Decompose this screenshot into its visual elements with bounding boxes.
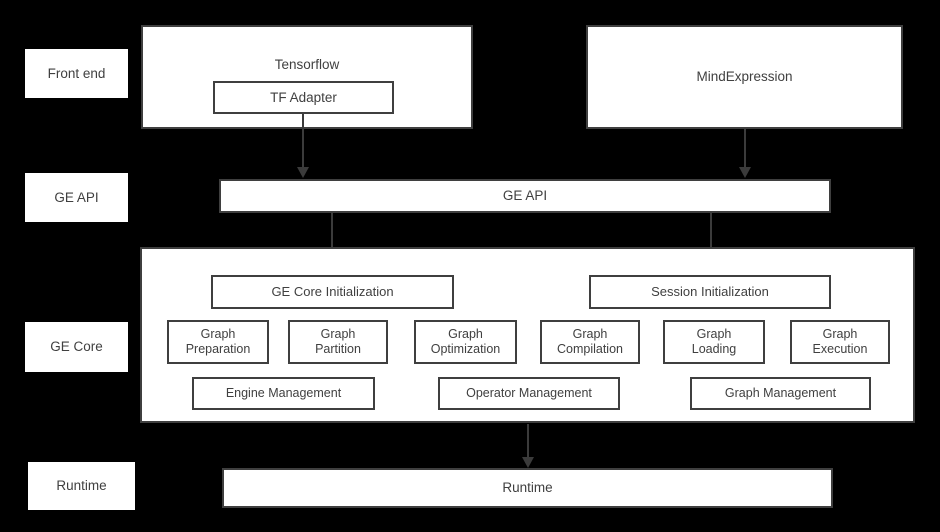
runtime-bar[interactable]: Runtime bbox=[222, 468, 833, 508]
mindexpression-label: MindExpression bbox=[696, 69, 793, 85]
stage-label-ge-core: GE Core bbox=[25, 322, 128, 372]
stage-label-front-end: Front end bbox=[25, 49, 128, 98]
manager-engine-management[interactable]: Engine Management bbox=[192, 377, 375, 410]
module-graph-execution[interactable]: Graph Execution bbox=[790, 320, 890, 364]
manager-graph-management[interactable]: Graph Management bbox=[690, 377, 871, 410]
stage-label-ge-api: GE API bbox=[25, 173, 128, 222]
module-graph-partition[interactable]: Graph Partition bbox=[288, 320, 388, 364]
mindexpression-panel[interactable] bbox=[586, 25, 903, 129]
module-graph-optimization[interactable]: Graph Optimization bbox=[414, 320, 517, 364]
ge-api-bar[interactable]: GE API bbox=[219, 179, 831, 213]
tensorflow-panel-title: Tensorflow bbox=[274, 57, 340, 72]
stage-label-runtime: Runtime bbox=[28, 462, 135, 510]
module-graph-preparation[interactable]: Graph Preparation bbox=[167, 320, 269, 364]
module-graph-compilation[interactable]: Graph Compilation bbox=[540, 320, 640, 364]
ge-core-initialization-box[interactable]: GE Core Initialization bbox=[211, 275, 454, 309]
module-graph-loading[interactable]: Graph Loading bbox=[663, 320, 765, 364]
manager-operator-management[interactable]: Operator Management bbox=[438, 377, 620, 410]
tf-adapter-box[interactable]: TF Adapter bbox=[213, 81, 394, 114]
session-initialization-box[interactable]: Session Initialization bbox=[589, 275, 831, 309]
